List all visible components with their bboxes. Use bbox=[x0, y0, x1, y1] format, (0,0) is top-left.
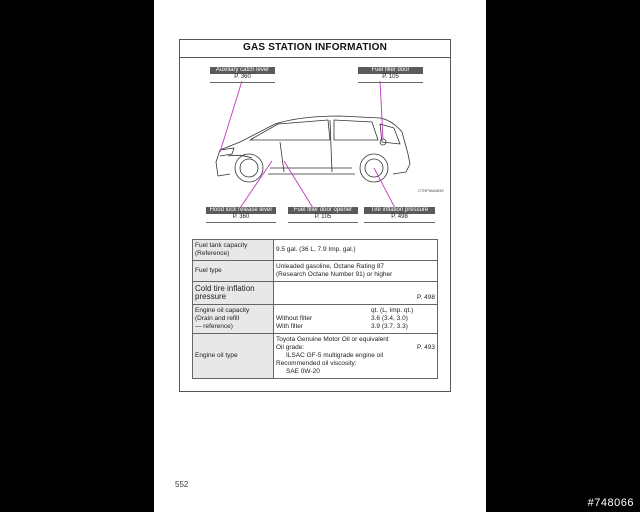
illustration-code: CTHFMA0639 bbox=[418, 188, 444, 193]
page-number: 552 bbox=[175, 480, 189, 489]
manual-page: GAS STATION INFORMATION bbox=[154, 0, 486, 512]
image-id: #748066 bbox=[587, 497, 634, 509]
title-divider bbox=[180, 57, 450, 58]
label-tire-pressure: Tire inflation pressure P. 498 bbox=[364, 207, 435, 223]
info-box: GAS STATION INFORMATION bbox=[179, 39, 451, 392]
fuel-capacity-label: Fuel tank capacity (Reference) bbox=[192, 239, 274, 261]
fuel-type-value: Unleaded gasoline, Octane Rating 87 (Res… bbox=[273, 260, 438, 282]
label-hood-lock: Hood lock release lever P. 360 bbox=[206, 207, 276, 223]
label-fuel-opener: Fuel filler door opener P. 105 bbox=[288, 207, 358, 223]
oil-type-value: Toyota Genuine Motor Oil or equivalent O… bbox=[273, 333, 438, 379]
label-fuel-door: Fuel filler door P. 105 bbox=[358, 67, 423, 83]
oil-type-label: Engine oil type bbox=[192, 333, 274, 379]
spec-table: Fuel tank capacity (Reference) 9.5 gal. … bbox=[192, 239, 438, 379]
fuel-type-label: Fuel type bbox=[192, 260, 274, 282]
car-illustration bbox=[215, 80, 411, 208]
table-row: Fuel tank capacity (Reference) 9.5 gal. … bbox=[192, 239, 438, 261]
label-aux-catch: Auxiliary catch lever P. 360 bbox=[210, 67, 275, 83]
fuel-capacity-value: 9.5 gal. (36 L, 7.9 Imp. gal.) bbox=[273, 239, 438, 261]
oil-capacity-label: Engine oil capacity (Drain and refill — … bbox=[192, 304, 274, 334]
page-title: GAS STATION INFORMATION bbox=[242, 42, 388, 53]
tire-pressure-value: P. 498 bbox=[273, 281, 438, 305]
tire-pressure-label: Cold tire inflation pressure bbox=[192, 281, 274, 305]
table-row: Fuel type Unleaded gasoline, Octane Rati… bbox=[192, 260, 438, 282]
table-row: Engine oil type Toyota Genuine Motor Oil… bbox=[192, 333, 438, 379]
table-row: Cold tire inflation pressure P. 498 bbox=[192, 281, 438, 305]
table-row: Engine oil capacity (Drain and refill — … bbox=[192, 304, 438, 334]
